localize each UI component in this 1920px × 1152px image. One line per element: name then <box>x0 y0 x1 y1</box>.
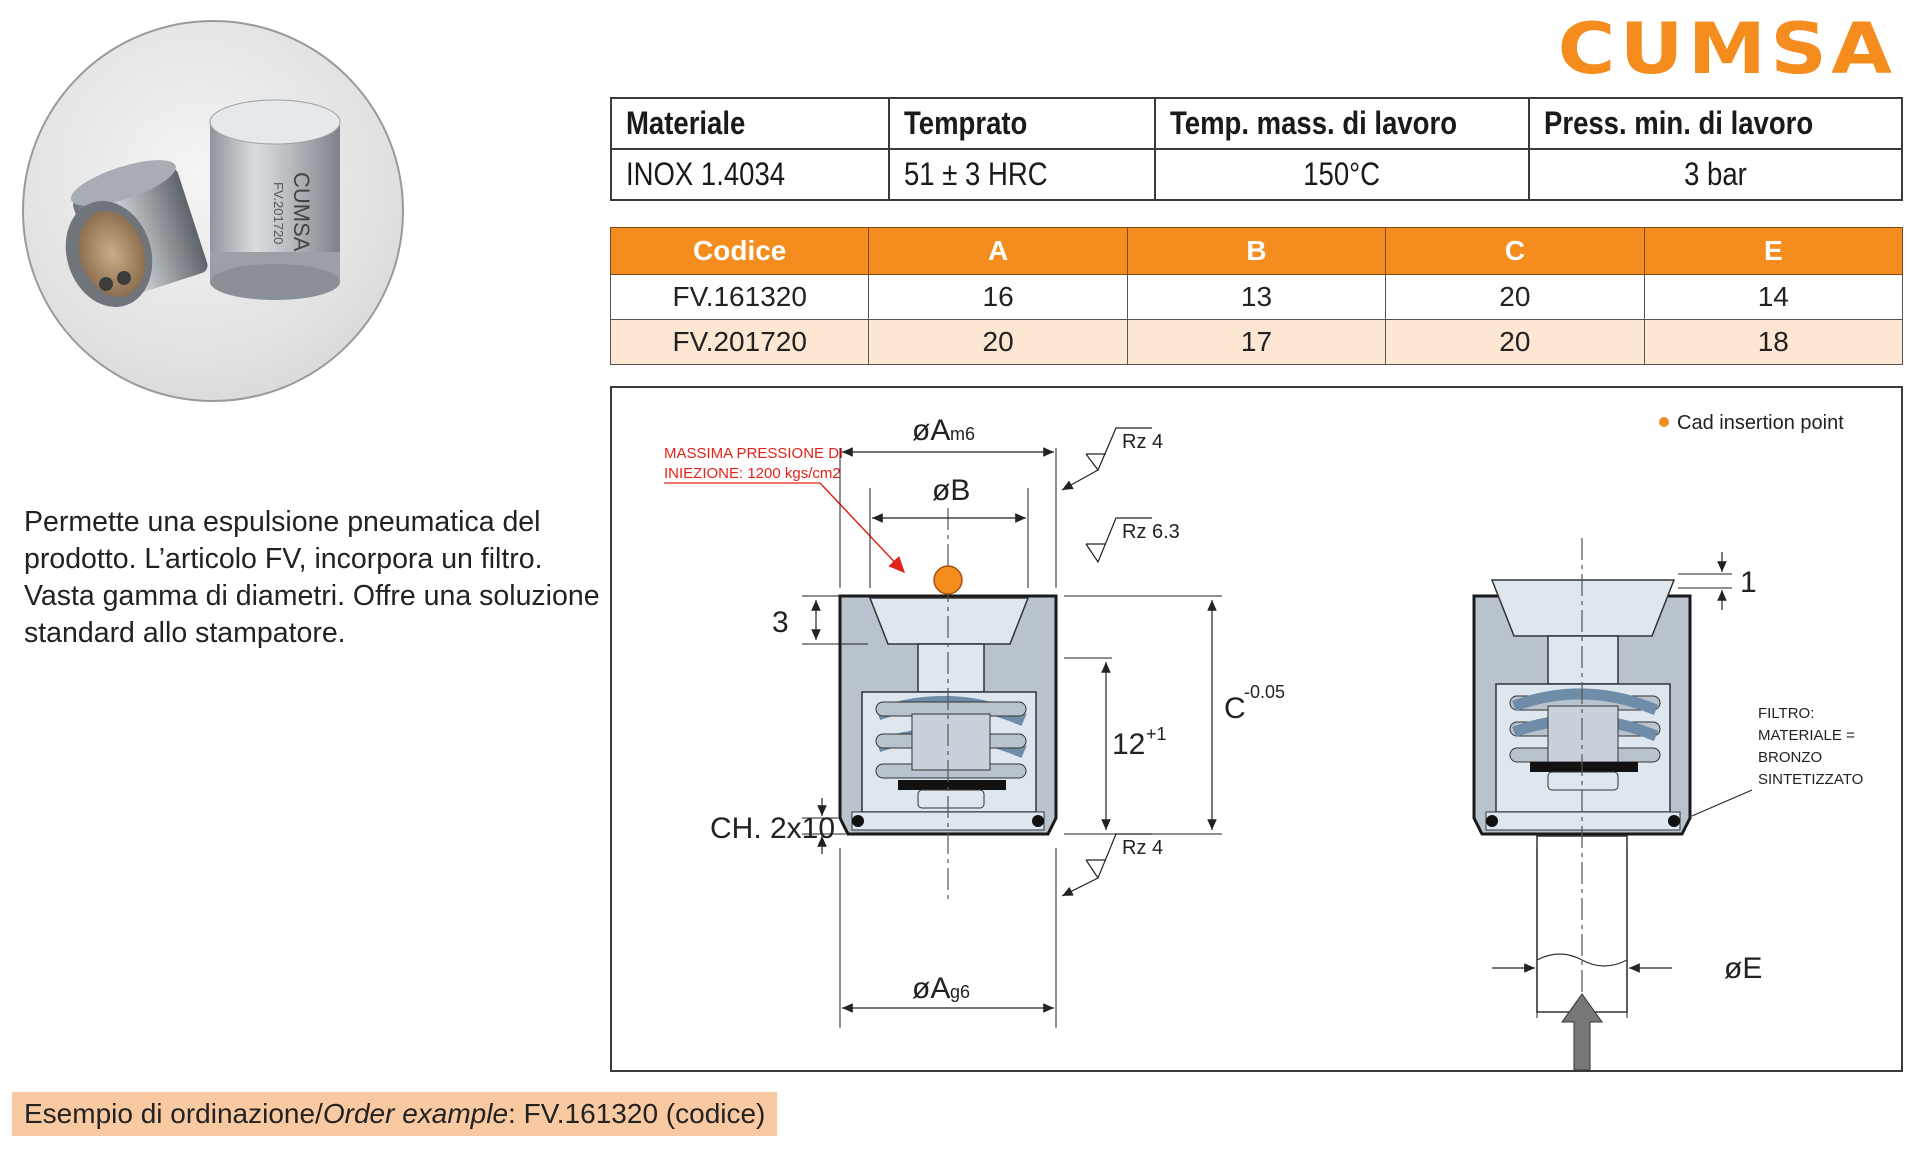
table-row: FV.161320 16 13 20 14 <box>609 274 1904 320</box>
cell-c: 20 <box>1385 274 1645 320</box>
warning-line-2: INIEZIONE: 1200 kgs/cm2 <box>664 465 841 482</box>
left-section-view: MASSIMA PRESSIONE DI INIEZIONE: 1200 kgs… <box>664 414 1285 1028</box>
value-temp-max: 150°C <box>1303 156 1381 192</box>
material-value-row: INOX 1.4034 51 ± 3 HRC 150°C 3 bar <box>610 148 1903 201</box>
dim-12-tol: +1 <box>1146 724 1167 744</box>
dim-12: 12 <box>1112 728 1145 761</box>
order-suffix: : FV.161320 (codice) <box>508 1098 766 1129</box>
value-temprato: 51 ± 3 HRC <box>904 156 1048 192</box>
warning-line-1: MASSIMA PRESSIONE DI <box>664 445 843 462</box>
header-press-min: Press. min. di lavoro <box>1544 105 1814 141</box>
value-materiale: INOX 1.4034 <box>626 156 786 192</box>
cell-b: 17 <box>1126 319 1387 365</box>
cad-insertion-point <box>933 565 963 595</box>
cell-code: FV.161320 <box>609 274 870 320</box>
header-codice: Codice <box>609 227 870 275</box>
cell-a: 20 <box>868 319 1128 365</box>
rz-label-1: Rz 4 <box>1122 431 1163 453</box>
header-e: E <box>1643 227 1904 275</box>
dim-3: 3 <box>772 606 789 639</box>
dim-c-tol: -0.05 <box>1244 682 1285 702</box>
part-marking-2: FV.201720 <box>271 182 286 244</box>
rz-label-3: Rz 4 <box>1122 837 1163 859</box>
dim-e: øE <box>1724 952 1762 985</box>
filter-note-1: FILTRO: <box>1758 705 1814 722</box>
order-italic: Order example <box>322 1098 509 1129</box>
header-b: B <box>1126 227 1387 275</box>
material-table: Materiale Temprato Temp. mass. di lavoro… <box>610 97 1903 201</box>
header-c: C <box>1385 227 1645 275</box>
header-temp-max: Temp. mass. di lavoro <box>1170 105 1458 141</box>
rz-label-2: Rz 6.3 <box>1122 521 1180 543</box>
code-table: Codice A B C E FV.161320 16 13 20 14 FV.… <box>609 227 1904 365</box>
dim-1: 1 <box>1740 566 1757 599</box>
material-header-row: Materiale Temprato Temp. mass. di lavoro… <box>610 97 1903 150</box>
right-section-view: 1 øE FILTRO: MATERIALE = BRONZO SINTETIZ… <box>1472 538 1863 1071</box>
order-prefix: Esempio di ordinazione/ <box>24 1098 323 1129</box>
dim-c: C <box>1224 692 1246 725</box>
dim-b: øB <box>932 474 970 507</box>
header-a: A <box>868 227 1128 275</box>
cell-b: 13 <box>1126 274 1387 320</box>
dim-a-top-tol: m6 <box>950 424 975 444</box>
table-row: FV.201720 20 17 20 18 <box>609 319 1904 365</box>
cell-c: 20 <box>1385 319 1645 365</box>
dim-a-bottom-tol: g6 <box>950 982 970 1002</box>
filter-note-4: SINTETIZZATO <box>1758 771 1863 788</box>
header-materiale: Materiale <box>626 105 746 141</box>
product-description: Permette una espulsione pneumatica del p… <box>24 506 600 649</box>
technical-drawing: Cad insertion point <box>610 386 1903 1072</box>
legend-text: Cad insertion point <box>1677 412 1844 434</box>
dim-a-bottom: øA <box>912 972 950 1005</box>
value-press-min: 3 bar <box>1684 156 1747 192</box>
header-temprato: Temprato <box>904 105 1028 141</box>
part-marking-1: CUMSA <box>289 172 314 252</box>
legend-dot <box>1659 417 1669 427</box>
order-example: Esempio di ordinazione/Order example: FV… <box>12 1092 778 1136</box>
cell-e: 14 <box>1643 274 1904 320</box>
dim-chamfer: CH. 2x10 <box>710 812 835 845</box>
cell-code: FV.201720 <box>609 319 870 365</box>
cumsa-logo: CUMSA <box>1557 8 1896 90</box>
dim-a-top: øA <box>912 414 950 447</box>
code-header-row: Codice A B C E <box>609 227 1904 275</box>
cell-e: 18 <box>1643 319 1904 365</box>
filter-note-2: MATERIALE = <box>1758 727 1855 744</box>
product-photo: CUMSA FV.201720 <box>22 20 404 402</box>
filter-note-3: BRONZO <box>1758 749 1822 766</box>
cell-a: 16 <box>868 274 1128 320</box>
